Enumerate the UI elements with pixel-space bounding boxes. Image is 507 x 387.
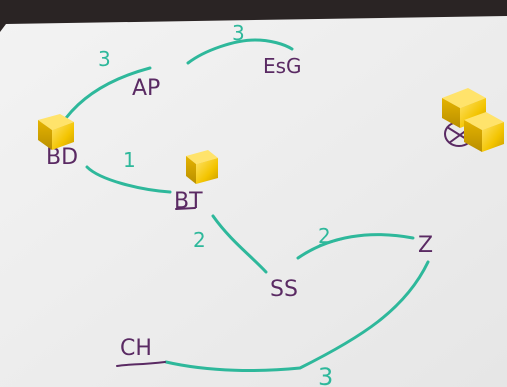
token-right-1-left [442,98,460,128]
token-bd-left [38,120,52,150]
weight-z-ch: 3 [318,363,333,387]
edge-bt-ss [211,214,268,274]
label-underlines [116,207,343,367]
node-label-ap: AP [132,76,160,101]
token-right-2-right [482,122,504,152]
edge-ss-z [296,233,415,260]
edge-bd-bt [85,165,172,194]
weight-ss-z: 2 [318,224,331,248]
token-right-2-top [464,112,504,130]
weight-bt-ss: 2 [193,228,206,252]
edge-ap-esg [186,38,294,65]
token-bd-right [52,122,74,150]
token-bd[interactable] [38,114,74,150]
edge-weights: 3 3 1 2 2 3 [98,21,333,387]
token-bd-top [38,114,74,130]
token-bt-top [186,150,218,164]
node-labels: AP EsG BD BT SS Z CH [46,54,433,361]
weight-bd-ap: 3 [98,47,111,71]
edge-lines [64,38,430,372]
weight-ap-esg: 3 [232,21,245,45]
token-bt-right [196,158,218,184]
node-label-ch: CH [120,336,152,361]
token-bt[interactable] [186,150,218,184]
node-label-ss: SS [270,277,298,302]
token-right-2-left [464,120,482,152]
weight-bd-bt: 1 [123,148,136,172]
game-tokens [38,88,504,184]
edge-bd-ap [64,66,152,120]
node-label-z: Z [418,233,433,258]
ss-z-underline [319,238,343,246]
node-label-bt: BT [174,189,203,214]
edge-z-ch [164,260,430,372]
ch-underline [116,361,166,367]
paper-sheet [0,16,507,387]
bt-underline [175,207,196,210]
node-label-esg: EsG [263,54,302,78]
token-right-2[interactable] [464,112,504,152]
token-right-1-top [442,88,486,108]
token-bt-left [186,156,196,184]
